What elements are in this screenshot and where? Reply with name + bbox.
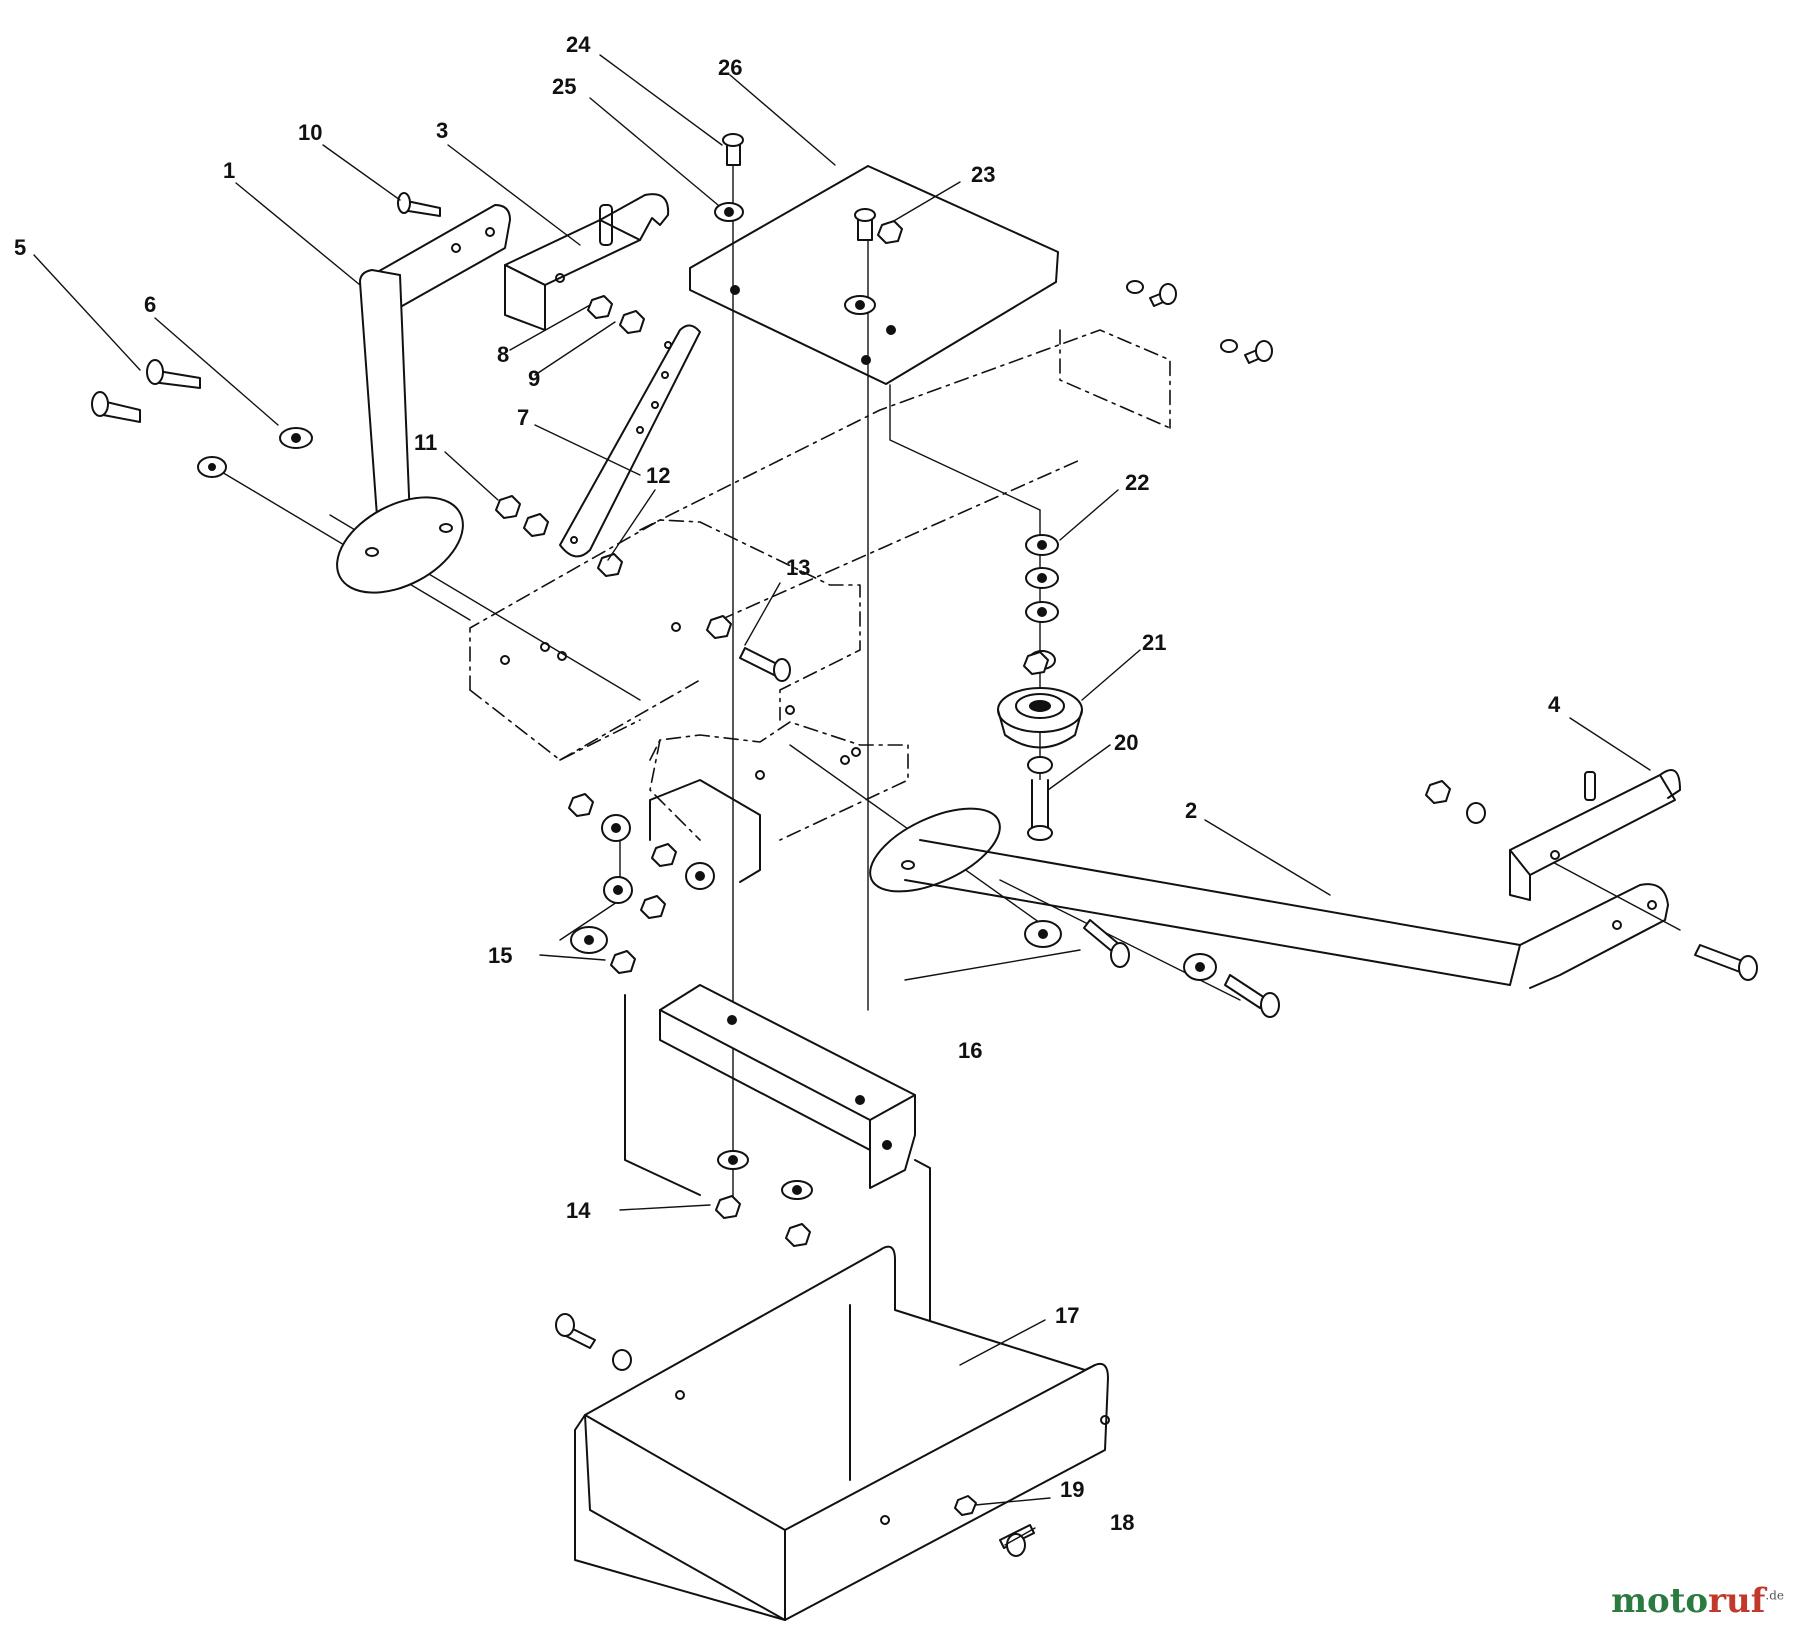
callout-20: 20	[1114, 730, 1138, 755]
callout-21: 21	[1142, 630, 1166, 655]
bolt-10	[397, 192, 441, 217]
frame-block	[500, 622, 861, 883]
callout-15: 15	[488, 943, 512, 968]
bolt-20	[1027, 779, 1053, 841]
callout-24: 24	[566, 32, 591, 57]
callout-2: 2	[1185, 798, 1197, 823]
washers	[197, 202, 1486, 1371]
callout-22: 22	[1125, 470, 1149, 495]
callout-17: 17	[1055, 1303, 1079, 1328]
bolt-right-3	[1694, 944, 1758, 981]
hex-nuts	[495, 220, 1451, 1516]
callout-11: 11	[414, 430, 437, 455]
mount-plate-26	[689, 165, 1059, 385]
pulley-21	[997, 687, 1083, 749]
callout-8: 8	[497, 342, 509, 367]
tray-17	[574, 1245, 1110, 1621]
bolt-right-2	[1224, 974, 1280, 1018]
bolt-24	[722, 133, 744, 166]
bolts-upper-right	[1149, 283, 1273, 364]
bolt-18	[999, 1524, 1035, 1557]
callout-25: 25	[552, 74, 576, 99]
pedal-lever-1	[336, 204, 511, 594]
callout-16: 16	[958, 1038, 982, 1063]
callout-5: 5	[14, 235, 26, 260]
callout-14: 14	[566, 1198, 591, 1223]
callout-12: 12	[646, 463, 670, 488]
bolt-13	[739, 647, 791, 682]
callout-6: 6	[144, 292, 156, 317]
link-bar-7	[559, 324, 701, 558]
hook-bracket-3	[504, 193, 670, 331]
callout-3: 3	[436, 118, 448, 143]
callout-9: 9	[528, 366, 540, 391]
callout-26: 26	[718, 55, 742, 80]
leader-lines	[33, 54, 1651, 1546]
callout-7: 7	[517, 405, 529, 430]
callout-1: 1	[223, 158, 235, 183]
frame-outline-dashed	[469, 329, 1171, 841]
callout-labels: 1 2 3 4 5 6 7 8 9 10 11 12 13 14 15 16 1…	[14, 32, 1561, 1535]
bolt-right-1	[1083, 919, 1130, 968]
callout-10: 10	[298, 120, 322, 145]
long-lever-2	[869, 807, 1669, 989]
watermark-logo: motoruf.de	[1611, 1581, 1784, 1621]
bolt-5	[146, 359, 201, 389]
callout-13: 13	[786, 555, 810, 580]
hook-bracket-4	[1509, 769, 1681, 901]
bolt-left-lower	[91, 391, 141, 423]
callout-18: 18	[1110, 1510, 1134, 1535]
bolt-tray-left	[555, 1313, 596, 1349]
callout-23: 23	[971, 162, 995, 187]
callout-4: 4	[1548, 692, 1561, 717]
callout-19: 19	[1060, 1477, 1084, 1502]
bolt-23	[854, 208, 876, 241]
